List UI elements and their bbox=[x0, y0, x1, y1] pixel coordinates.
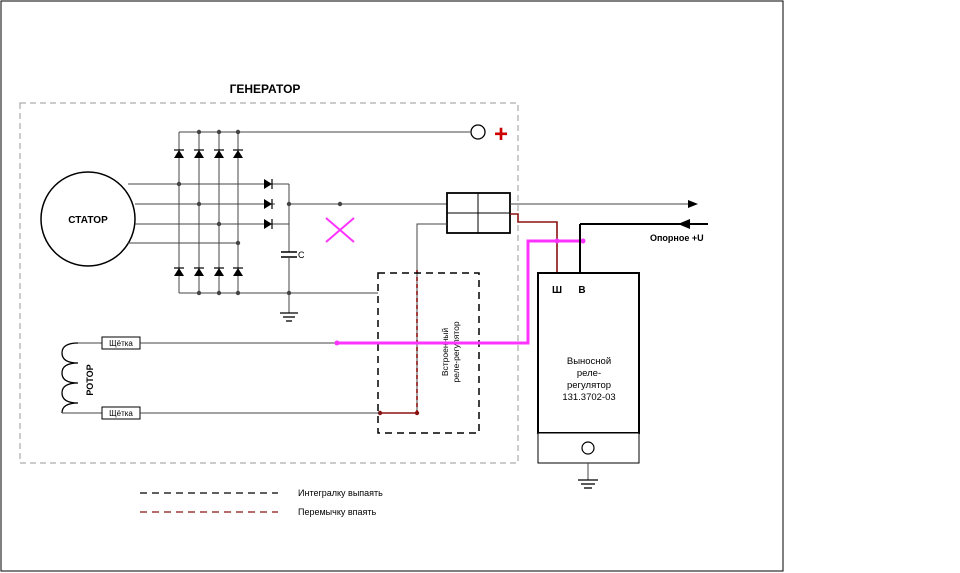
rotor-coil bbox=[61, 342, 102, 414]
svg-text:131.3702-03: 131.3702-03 bbox=[562, 392, 615, 403]
added-wire bbox=[334, 238, 586, 346]
svg-text:регулятор: регулятор bbox=[567, 380, 611, 391]
stator bbox=[40, 171, 136, 267]
junction-dots bbox=[176, 129, 343, 296]
jumper-wires bbox=[377, 213, 558, 416]
bridge-rails bbox=[178, 131, 470, 294]
ext-terminal-sh-label: Ш bbox=[552, 285, 562, 296]
svg-text:Встроенный: Встроенный bbox=[440, 328, 450, 376]
svg-text:реле-регулятор: реле-регулятор bbox=[451, 321, 461, 382]
external-regulator-label: Выносной реле- регулятор 131.3702-03 bbox=[562, 356, 615, 403]
plus-terminal bbox=[470, 124, 486, 140]
stator-label: СТАТОР bbox=[68, 215, 108, 226]
generator-boundary bbox=[19, 102, 519, 464]
reference-arrow bbox=[580, 219, 708, 229]
brush-top-label: Щётка bbox=[109, 339, 133, 348]
svg-text:реле-: реле- bbox=[577, 368, 601, 379]
ground-icon bbox=[280, 293, 298, 322]
reference-voltage-label: Опорное +U bbox=[650, 233, 704, 243]
builtin-regulator-label: Встроенный реле-регулятор bbox=[440, 321, 461, 382]
generator-title: ГЕНЕРАТОР bbox=[230, 82, 301, 96]
brush-bottom-label: Щётка bbox=[109, 409, 133, 418]
capacitor-label: C bbox=[298, 250, 305, 260]
mount-hole bbox=[581, 441, 595, 455]
external-ground-icon bbox=[578, 463, 598, 489]
svg-text:Выносной: Выносной bbox=[567, 356, 611, 367]
rectifier-diodes-bottom bbox=[173, 267, 244, 277]
rectifier-diodes-top bbox=[173, 149, 244, 159]
external-regulator-box bbox=[537, 272, 640, 434]
phase-lines bbox=[128, 183, 275, 244]
output-arrow bbox=[510, 200, 698, 208]
legend-label-remove: Интегралку выпаять bbox=[298, 488, 383, 498]
builtin-feed-wire bbox=[380, 223, 447, 414]
legend: Интегралку выпаять Перемычку впаять bbox=[140, 488, 383, 517]
builtin-regulator-box bbox=[377, 272, 480, 434]
ext-terminal-v-label: В bbox=[578, 285, 585, 296]
rotor-label: РОТОР bbox=[85, 364, 95, 395]
legend-label-jumper: Перемычку впаять bbox=[298, 507, 377, 517]
drawing-frame bbox=[0, 0, 784, 572]
terminal-block bbox=[446, 192, 511, 234]
plus-mark-icon: + bbox=[494, 121, 508, 148]
auxiliary-diodes bbox=[263, 178, 290, 230]
cut-mark-icon bbox=[325, 217, 355, 243]
capacitor bbox=[281, 224, 297, 293]
